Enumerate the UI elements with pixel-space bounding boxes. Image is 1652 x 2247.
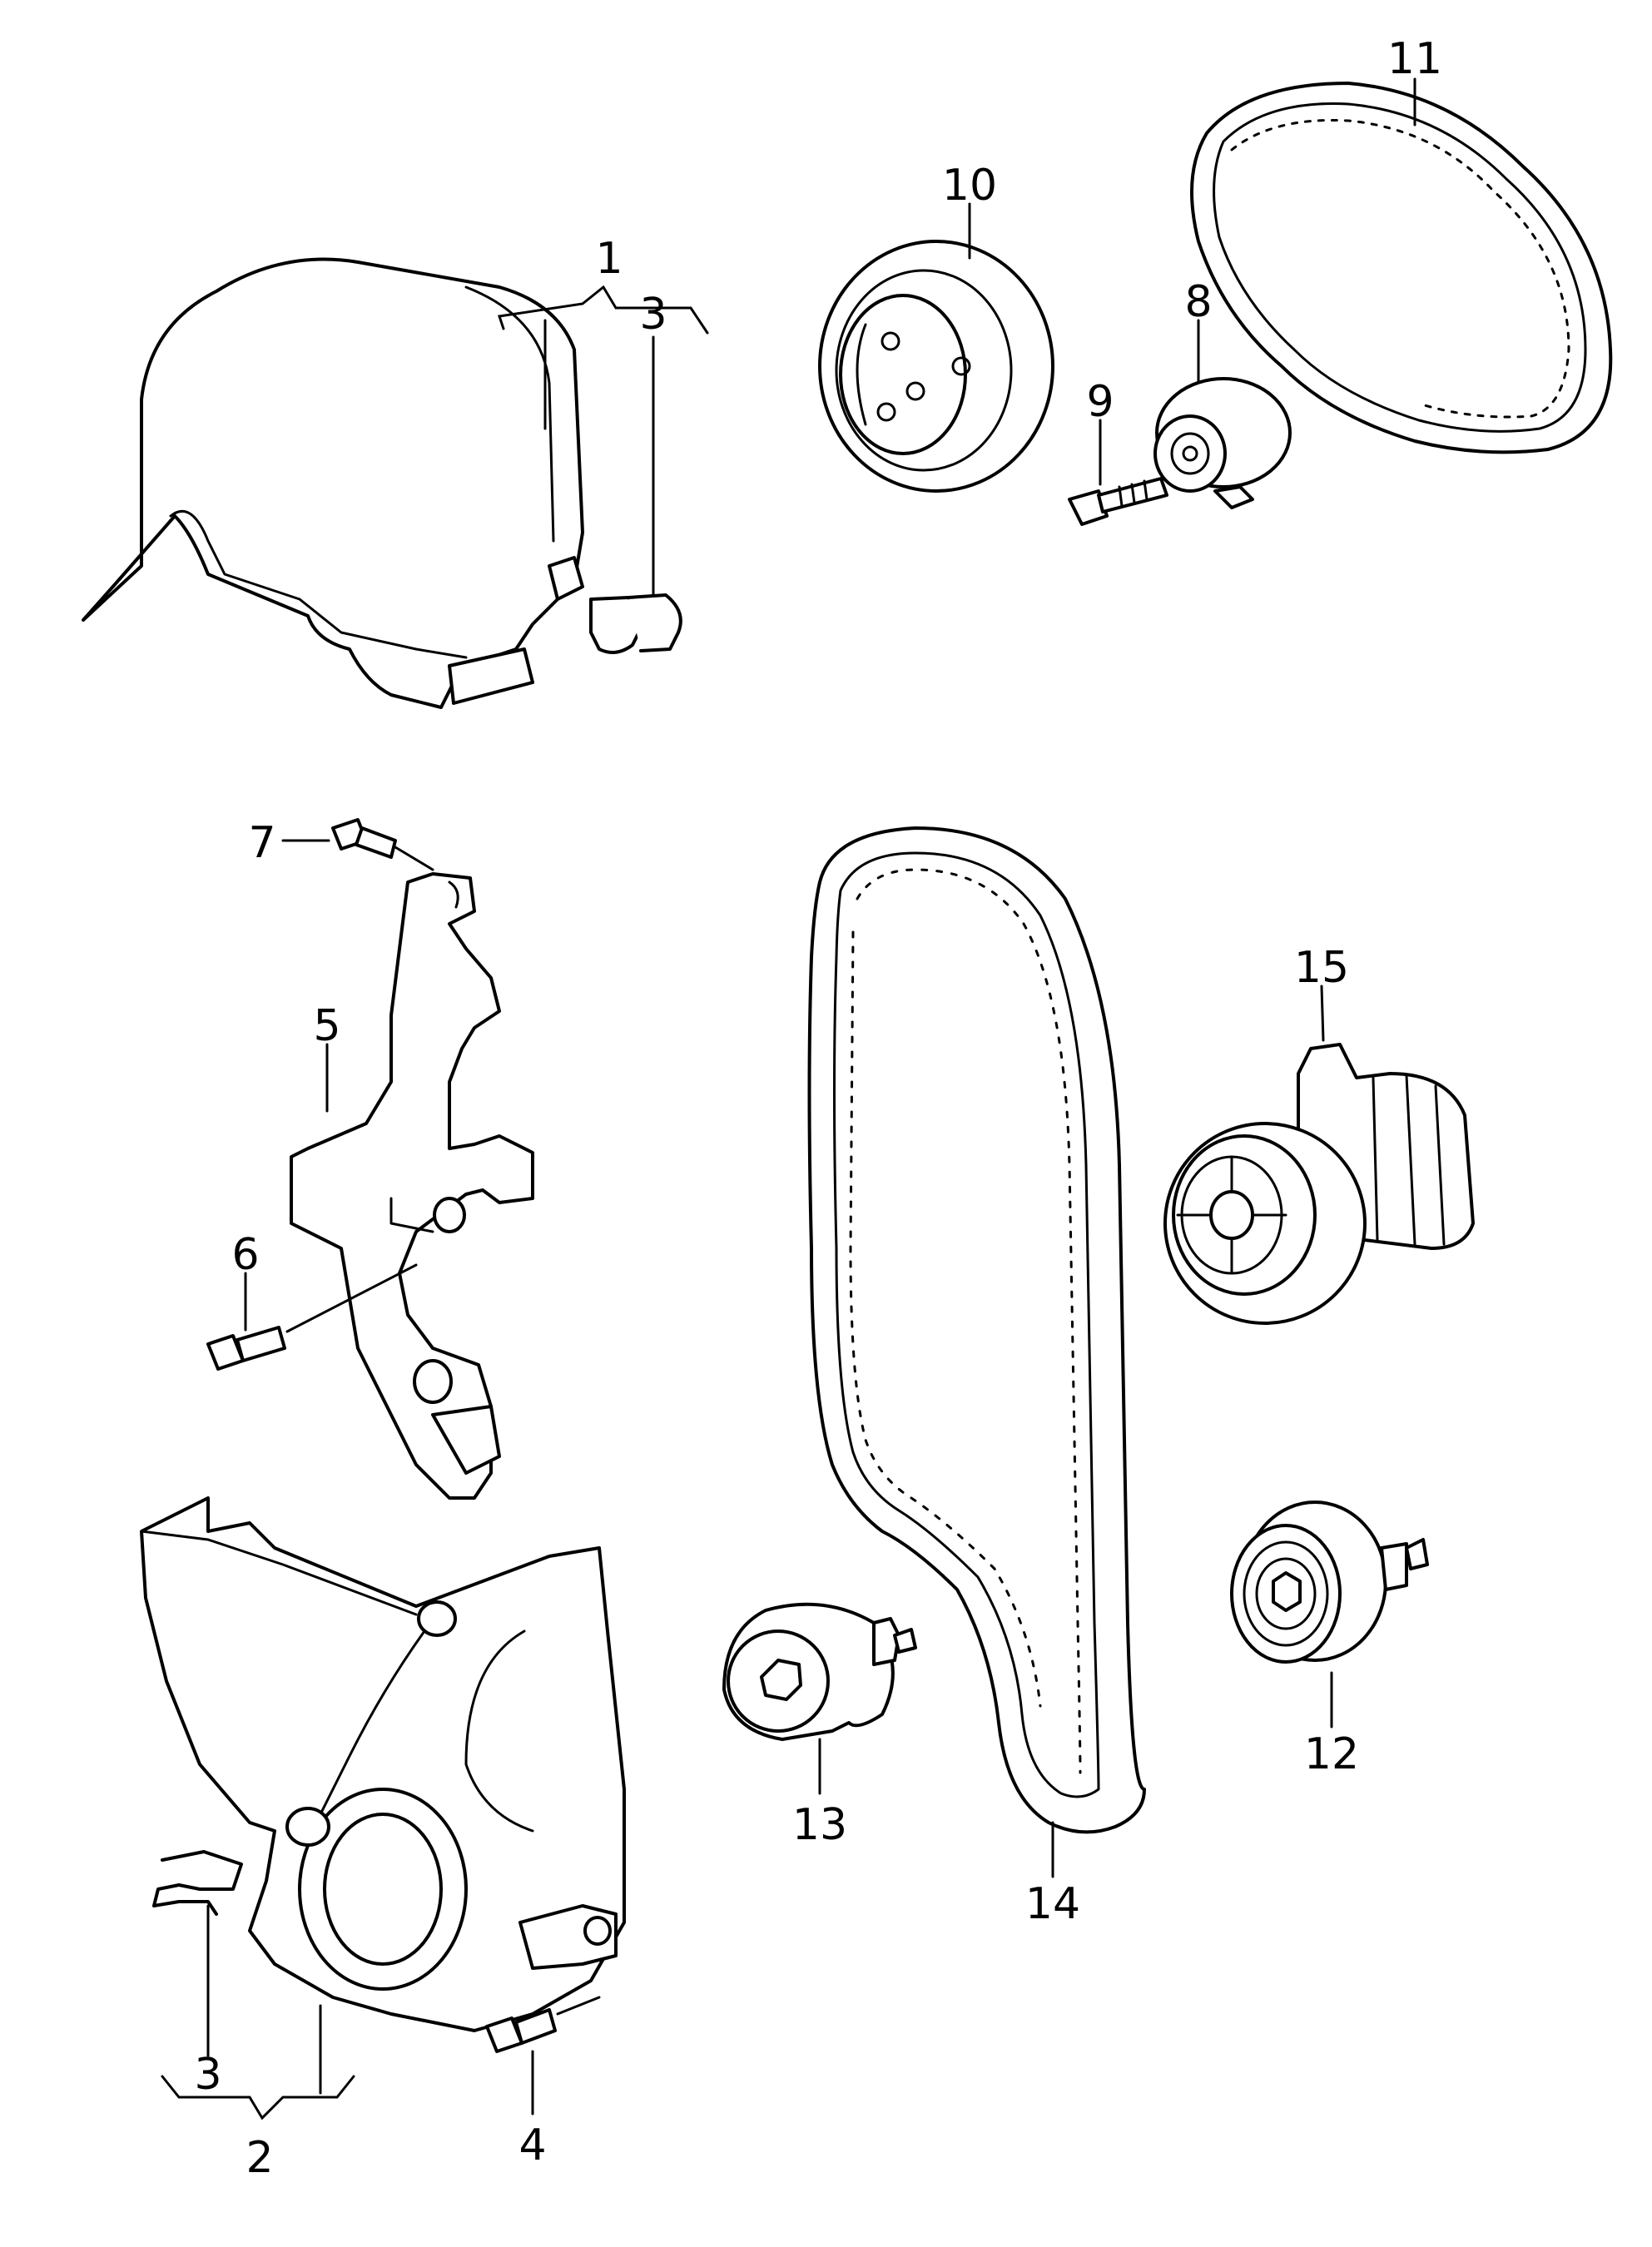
callout-7: 7	[248, 818, 275, 868]
tensioner-roller-upper[interactable]	[1153, 377, 1292, 509]
camshaft-sprocket[interactable]	[818, 240, 1054, 493]
tensioner-roller-lower[interactable]	[722, 1602, 917, 1741]
callout-4: 4	[518, 2121, 546, 2170]
bolt-7[interactable]	[331, 818, 434, 871]
idler-pulley[interactable]	[1230, 1500, 1429, 1664]
callout-1: 1	[595, 234, 623, 284]
rear-timing-cover[interactable]	[290, 872, 534, 1500]
callout-5: 5	[313, 1001, 340, 1051]
callout-2: 2	[246, 2133, 273, 2183]
callout-10: 10	[942, 161, 997, 211]
callout-9: 9	[1086, 377, 1114, 427]
bolt-4[interactable]	[485, 1996, 601, 2053]
callout-3-lower: 3	[194, 2050, 221, 2100]
cover-clip-lower[interactable]	[152, 1850, 243, 1916]
cover-clip-upper[interactable]	[589, 593, 682, 654]
lower-timing-cover[interactable]	[140, 1496, 626, 2032]
callout-14: 14	[1025, 1879, 1080, 1929]
leader-lines	[161, 77, 1416, 2121]
callout-12: 12	[1304, 1729, 1359, 1779]
toothed-belt-large[interactable]	[807, 826, 1146, 1834]
bolt-upper[interactable]	[1068, 477, 1168, 526]
callout-13: 13	[792, 1800, 847, 1850]
callout-11: 11	[1387, 34, 1442, 84]
upper-timing-cover[interactable]	[82, 257, 584, 709]
callout-labels: 1 2 3 3 4 5 6 7 8 9 10 11 12 13 14 15	[194, 34, 1442, 2183]
callout-8: 8	[1184, 277, 1212, 327]
callout-6: 6	[231, 1230, 259, 1280]
water-pump[interactable]	[1163, 1043, 1475, 1325]
callout-15: 15	[1294, 943, 1349, 993]
bolt-6[interactable]	[206, 1263, 418, 1371]
callout-3-upper: 3	[639, 290, 667, 340]
toothed-belt-small[interactable]	[1190, 82, 1613, 454]
